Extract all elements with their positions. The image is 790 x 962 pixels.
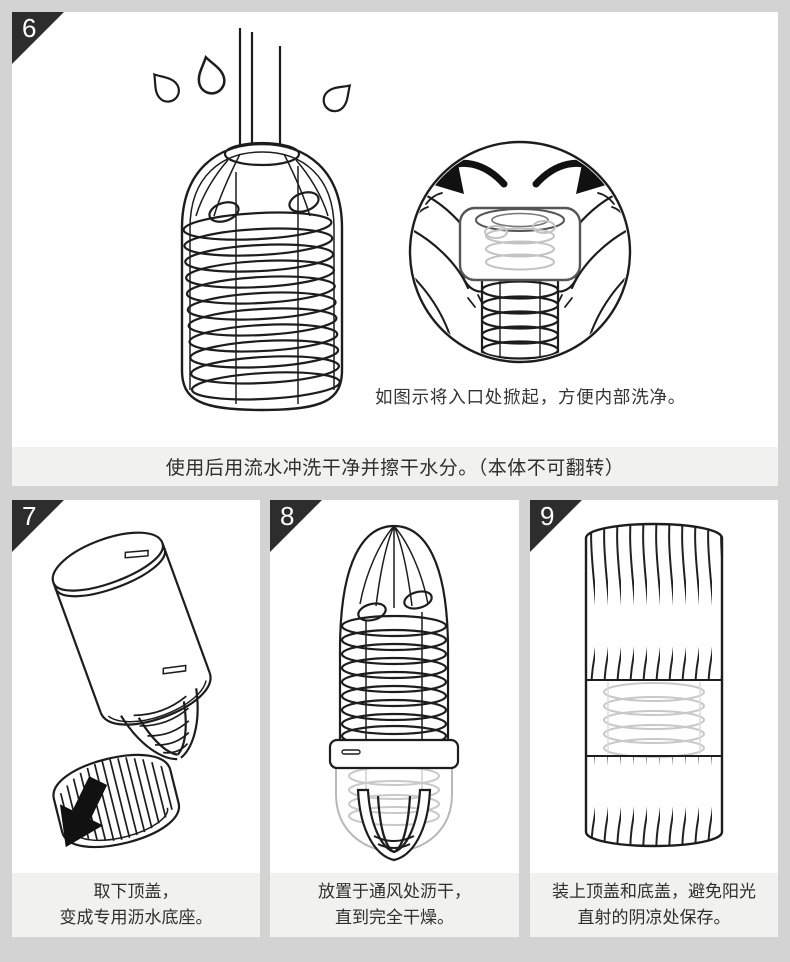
step-9-panel: 9 装上顶盖和底盖 <box>530 500 778 937</box>
drying-illustration <box>328 524 460 862</box>
step-6-number: 6 <box>22 13 37 43</box>
step-6-panel: 6 <box>12 12 778 486</box>
step-7-caption: 取下顶盖， 变成专用沥水底座。 <box>12 873 260 937</box>
step-6-note: 如图示将入口处掀起，方便内部洗净。 <box>375 387 687 407</box>
inner-column-icon <box>480 278 560 360</box>
inner-funnel-icon <box>120 688 199 761</box>
step-8-panel: 8 放置于通风处沥干， <box>270 500 519 937</box>
faded-body-icon <box>335 766 453 854</box>
sleeve-cup-icon <box>180 141 344 412</box>
storage-case-illustration <box>584 522 724 848</box>
down-arrow-icon <box>59 776 108 848</box>
window-band-icon <box>586 679 722 758</box>
step-7-panel: 7 <box>12 500 260 937</box>
case-outline-icon <box>584 522 724 848</box>
drain-stand-icon <box>356 788 432 862</box>
step-7-number: 7 <box>22 501 37 531</box>
inverted-sleeve-icon <box>338 524 450 748</box>
flipped-lip-icon <box>458 206 582 282</box>
step-9-caption: 装上顶盖和底盖，避免阳光 直射的阴凉处保存。 <box>530 873 778 937</box>
swirl-texture-bottom <box>586 756 722 846</box>
swirl-texture-top <box>586 524 722 680</box>
water-stream-icon <box>238 28 282 160</box>
spiral-coil-icon <box>181 208 342 404</box>
step-9-number: 9 <box>540 501 555 531</box>
remove-cap-illustration <box>51 531 212 849</box>
magnified-inset-icon <box>408 140 632 364</box>
tilted-cup-icon <box>51 531 212 761</box>
step-8-caption: 放置于通风处沥干， 直到完全干燥。 <box>270 873 519 937</box>
step-8-number: 8 <box>280 501 295 531</box>
rinse-illustration <box>144 28 632 412</box>
step-6-caption: 使用后用流水冲洗干净并擦干水分。（本体不可翻转） <box>12 447 778 486</box>
collar-icon <box>328 738 460 770</box>
